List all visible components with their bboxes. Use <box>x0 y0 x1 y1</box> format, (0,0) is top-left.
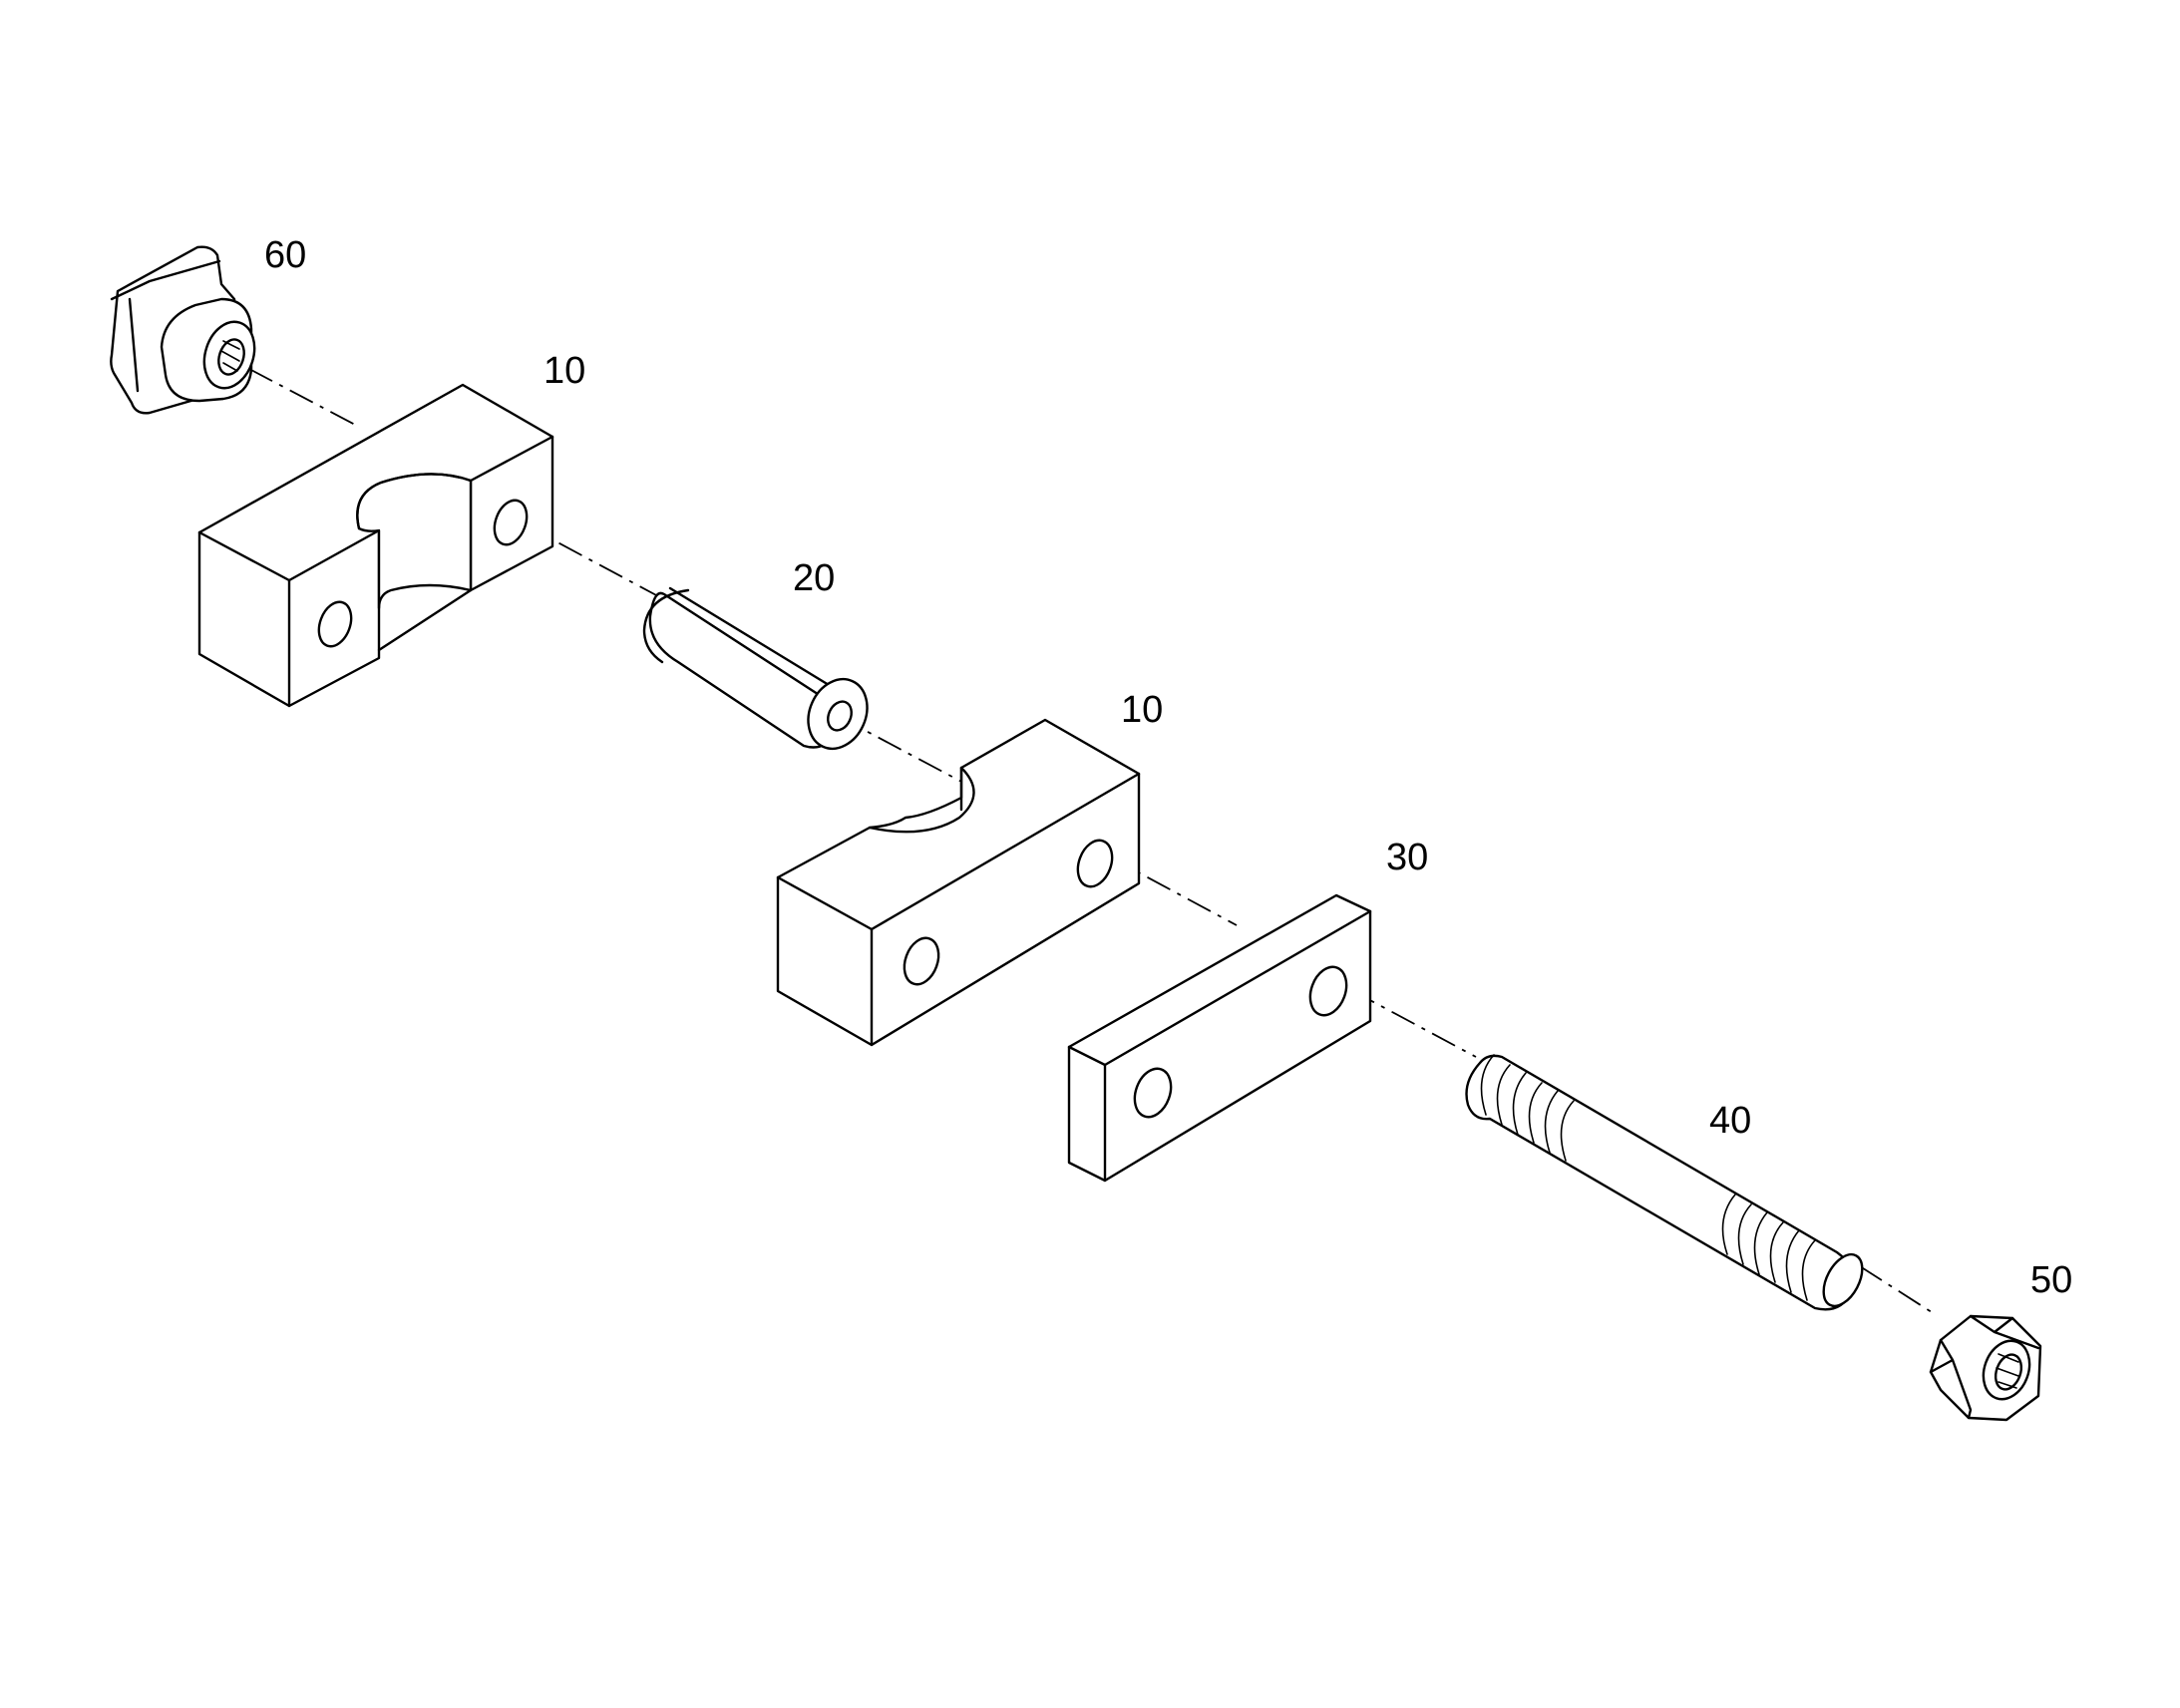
callout-30: 30 <box>1386 837 1428 878</box>
part-50-hex-nut <box>1929 1314 2042 1422</box>
part-20-sleeve <box>642 586 869 751</box>
part-30-plate <box>1067 893 1372 1183</box>
callout-50: 50 <box>2030 1259 2072 1301</box>
callout-labels: 60 10 20 10 30 40 50 <box>264 234 2072 1301</box>
part-60-slot-nut <box>110 245 256 415</box>
part-40-threaded-stud <box>1465 1054 1864 1311</box>
callout-10-lower: 10 <box>1121 689 1163 731</box>
part-10-lower-clamp-half <box>776 718 1141 1047</box>
callout-20: 20 <box>793 557 835 599</box>
part-10-upper-clamp-half <box>197 383 554 708</box>
callout-60: 60 <box>264 234 306 276</box>
callout-10-upper: 10 <box>544 350 585 392</box>
callout-40: 40 <box>1709 1100 1751 1142</box>
